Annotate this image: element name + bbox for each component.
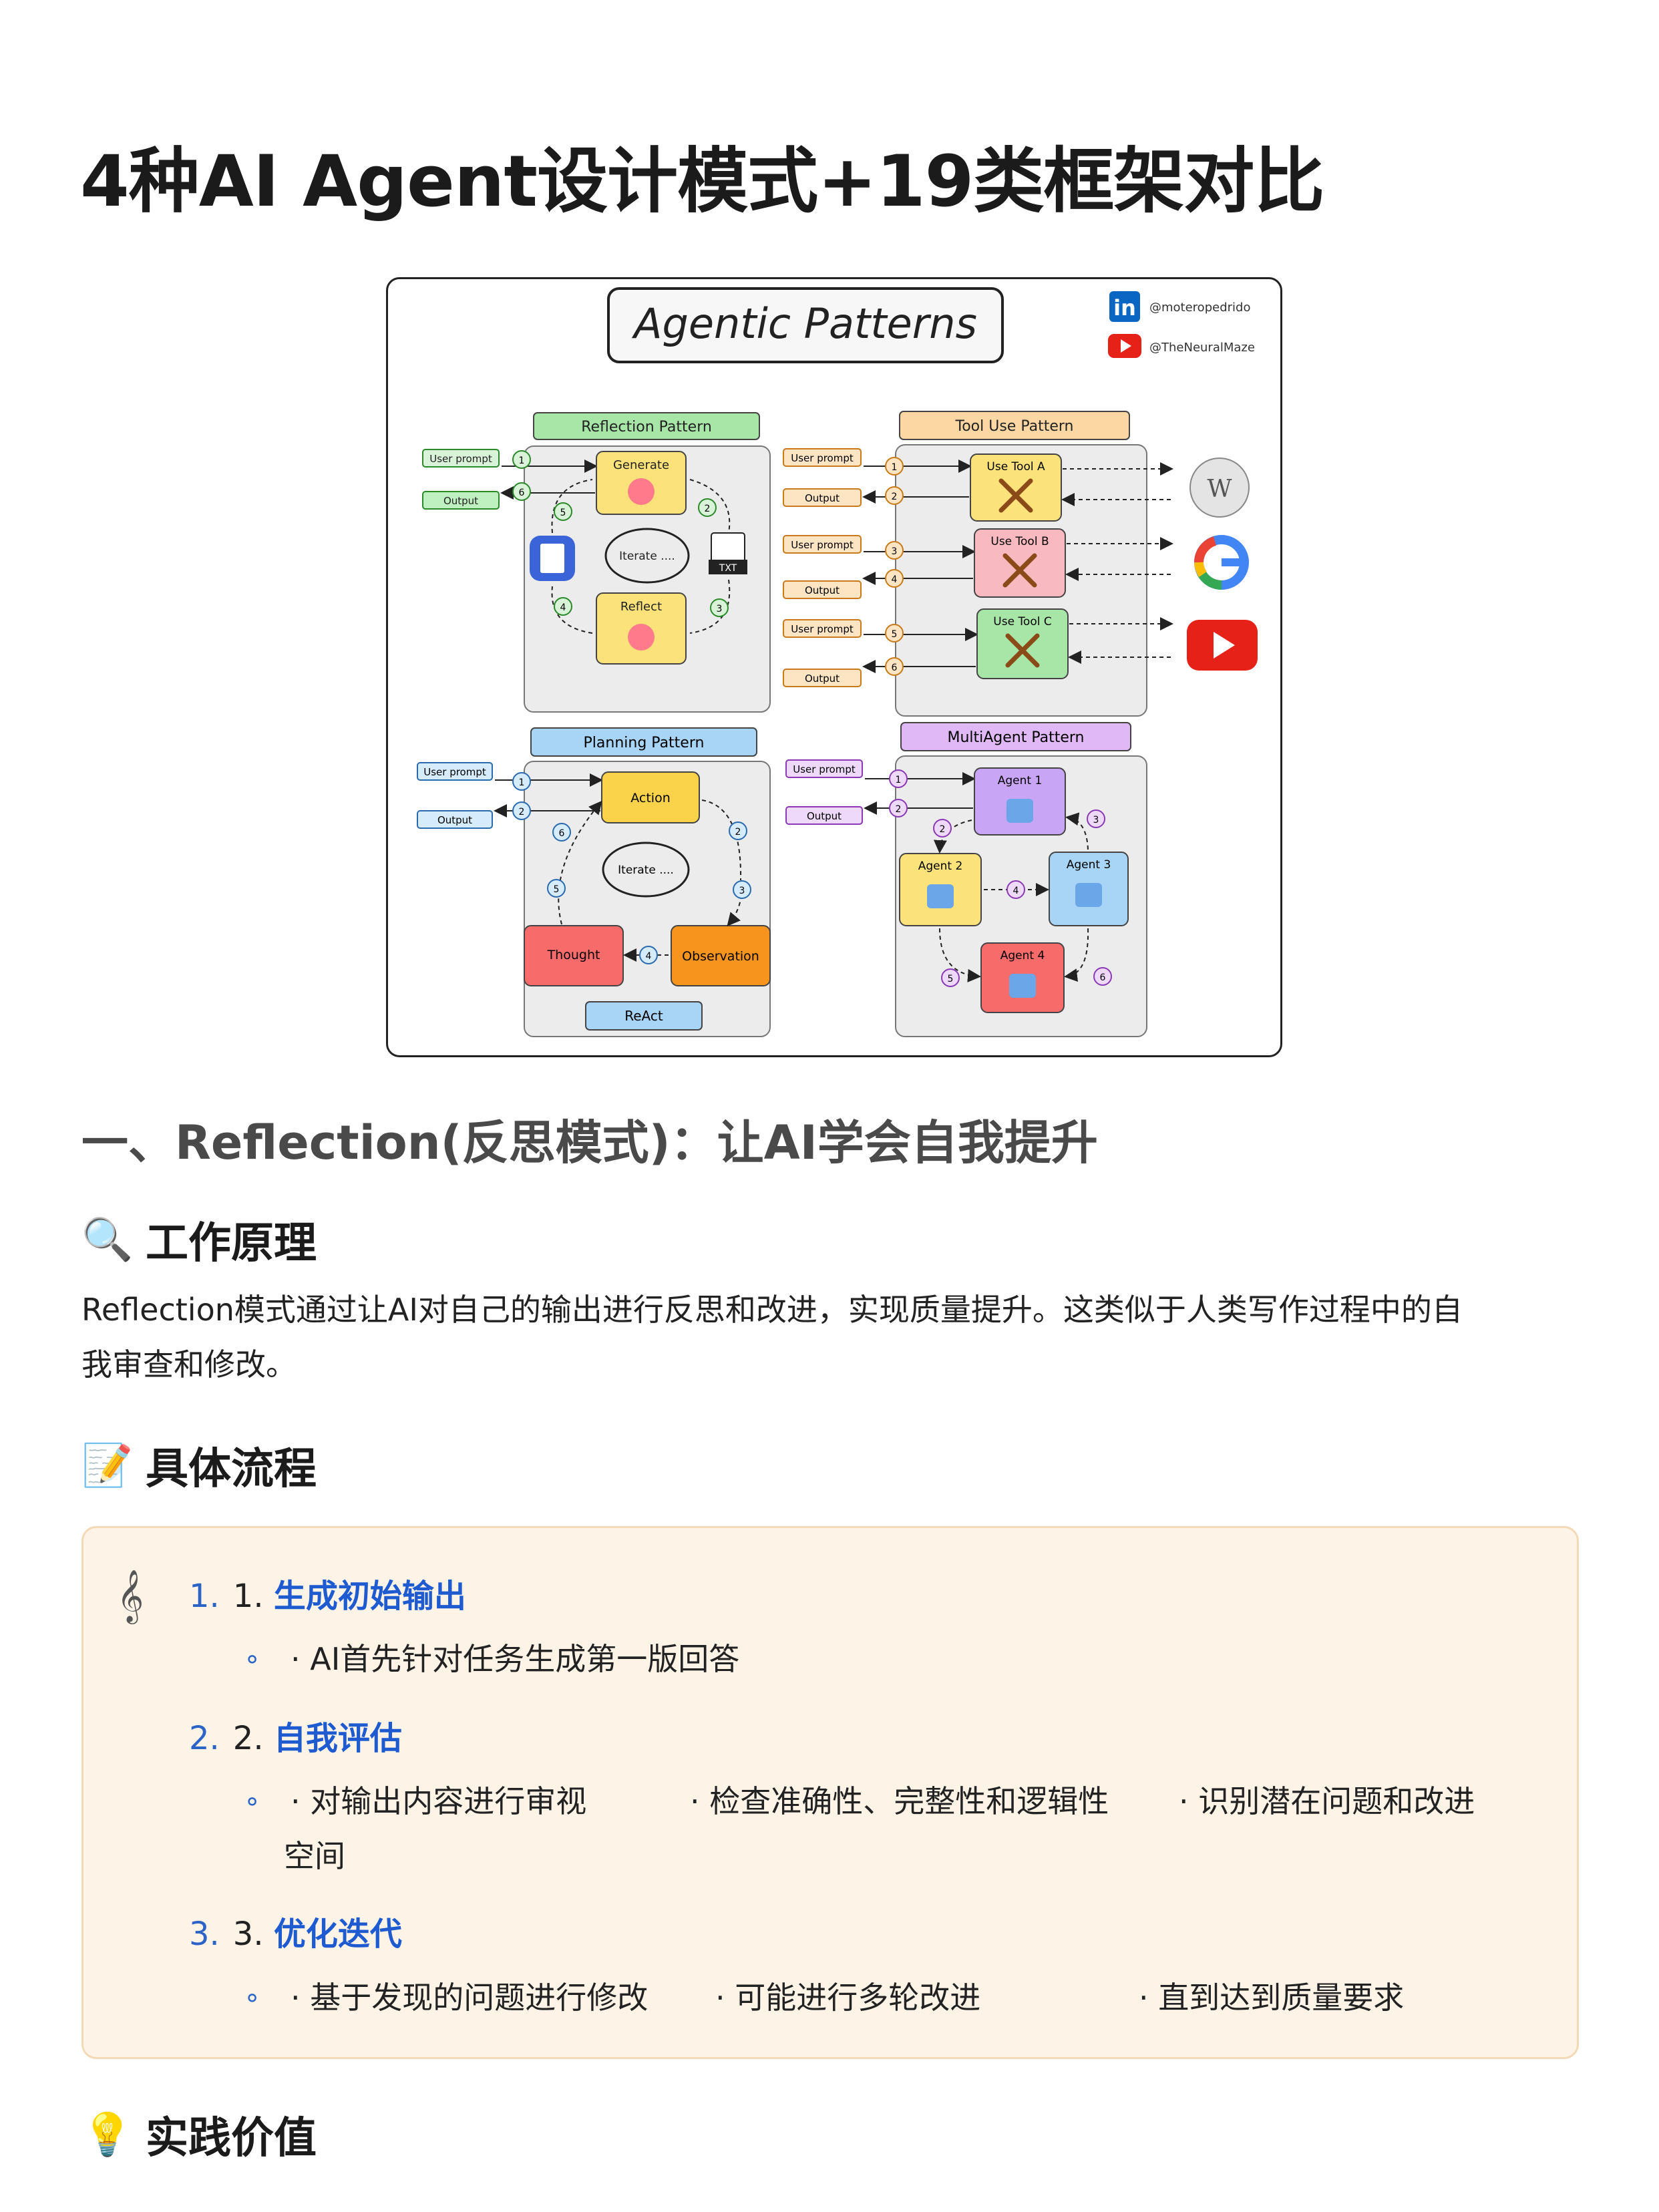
svg-text:6: 6 <box>519 488 525 498</box>
svg-text:Use Tool A: Use Tool A <box>986 460 1045 474</box>
svg-text:User prompt: User prompt <box>423 766 486 778</box>
svg-text:in: in <box>1113 295 1136 321</box>
svg-text:2: 2 <box>519 807 525 817</box>
svg-text:User prompt: User prompt <box>791 539 854 551</box>
svg-text:W: W <box>1207 476 1232 503</box>
agentic-patterns-figure: Agentic Patterns in @moteropedrido @TheN… <box>386 277 1282 1057</box>
multiagent-title-box <box>900 722 1131 751</box>
svg-text:3: 3 <box>717 604 723 614</box>
svg-text:Thought: Thought <box>547 948 600 962</box>
svg-text:1: 1 <box>896 775 902 785</box>
svg-text:5: 5 <box>948 974 954 984</box>
magnifier-icon: 🔍 <box>81 1215 134 1264</box>
svg-text:3: 3 <box>739 886 745 896</box>
svg-text:4: 4 <box>1013 886 1019 896</box>
planning-title: Planning Pattern <box>584 735 705 751</box>
svg-text:Output: Output <box>437 814 472 826</box>
heading-principle: 🔍 工作原理 <box>81 1215 317 1268</box>
tool-use-title: Tool Use Pattern <box>955 418 1074 435</box>
svg-text:5: 5 <box>560 508 566 518</box>
svg-text:6: 6 <box>559 828 565 839</box>
svg-text:5: 5 <box>554 884 560 895</box>
svg-text:TXT: TXT <box>719 563 737 574</box>
tool-use-title-box <box>899 411 1130 440</box>
reflection-user-prompt: User prompt <box>429 453 492 465</box>
svg-text:1: 1 <box>892 462 898 473</box>
svg-text:Iterate ....: Iterate .... <box>618 864 674 877</box>
tool-b-box <box>974 528 1066 598</box>
svg-text:6: 6 <box>892 663 898 673</box>
light-bulb-icon: 💡 <box>81 2110 134 2159</box>
svg-text:Output: Output <box>805 584 840 596</box>
svg-text:User prompt: User prompt <box>791 452 854 464</box>
svg-text:1: 1 <box>519 777 525 788</box>
svg-text:Agent 2: Agent 2 <box>918 860 963 873</box>
svg-text:2: 2 <box>940 824 946 835</box>
svg-text:4: 4 <box>646 951 652 962</box>
generate-label: Generate <box>613 458 669 472</box>
linkedin-icon <box>1109 291 1140 322</box>
reflection-output: Output <box>443 495 478 507</box>
svg-text:Output: Output <box>805 492 840 504</box>
reflection-title: Reflection Pattern <box>581 419 712 435</box>
music-score-icon: 𝄞 <box>117 1570 144 1622</box>
svg-text:User prompt: User prompt <box>793 763 856 775</box>
multiagent-title: MultiAgent Pattern <box>947 729 1084 746</box>
youtube-handle: @TheNeuralMaze <box>1149 341 1255 355</box>
tool-c-box <box>976 608 1069 679</box>
svg-text:3: 3 <box>1093 815 1099 825</box>
svg-text:User prompt: User prompt <box>791 623 854 635</box>
observation-box <box>671 925 771 986</box>
step-3: 3.3. 优化迭代 <box>189 1915 402 1953</box>
reflection-title-box <box>533 412 760 440</box>
step-1-bullets: ∘ · AI首先针对任务生成第一版回答 <box>244 1641 740 1677</box>
svg-text:4: 4 <box>560 602 566 613</box>
step-2-bullets: ∘ · 对输出内容进行审视 · 检查准确性、完整性和逻辑性 · 识别潜在问题和改… <box>244 1783 1475 1874</box>
linkedin-handle: @moteropedrido <box>1149 301 1250 315</box>
agentic-patterns-diagram: Agentic Patterns in @moteropedrido @TheN… <box>417 287 1258 1037</box>
svg-text:Use Tool B: Use Tool B <box>990 535 1049 548</box>
svg-text:Observation: Observation <box>682 949 759 964</box>
svg-text:ReAct: ReAct <box>624 1008 663 1024</box>
svg-text:Action: Action <box>630 791 671 805</box>
svg-text:2: 2 <box>896 804 902 815</box>
figure-title-box <box>607 287 1004 363</box>
memo-icon: 📝 <box>81 1441 134 1489</box>
svg-text:5: 5 <box>892 629 898 640</box>
wikipedia-icon <box>1189 457 1250 518</box>
svg-text:Output: Output <box>807 810 842 822</box>
reflection-iterate: Iterate .... <box>619 550 675 563</box>
step-3-bullets: ∘ · 基于发现的问题进行修改 · 可能进行多轮改进 · 直到达到质量要求 <box>244 1980 1405 2016</box>
figure-title: Agentic Patterns <box>631 299 977 348</box>
svg-text:Agent 4: Agent 4 <box>1000 949 1045 962</box>
svg-text:Agent 3: Agent 3 <box>1067 858 1111 872</box>
google-icon <box>1194 535 1249 590</box>
section-heading-reflection: 一、Reflection(反思模式)：让AI学会自我提升 <box>81 1115 1098 1170</box>
react-box <box>585 1001 703 1031</box>
svg-text:4: 4 <box>892 574 898 585</box>
svg-text:2: 2 <box>705 504 711 514</box>
reflect-label: Reflect <box>620 600 662 614</box>
tools-icon <box>998 478 1033 513</box>
svg-text:6: 6 <box>1100 972 1106 983</box>
step-2: 2.2. 自我评估 <box>189 1720 402 1757</box>
robot-icon <box>1006 799 1033 823</box>
step-1: 1.1. 生成初始输出 <box>189 1578 466 1615</box>
svg-text:2: 2 <box>735 827 741 838</box>
svg-text:Agent 1: Agent 1 <box>998 774 1043 787</box>
brain-icon <box>628 478 655 505</box>
heading-value: 💡 实践价值 <box>81 2110 317 2163</box>
principle-paragraph: Reflection模式通过让AI对自己的输出进行反思和改进，实现质量提升。这类… <box>81 1292 1463 1382</box>
page-title: 4种AI Agent设计模式+19类框架对比 <box>80 140 1324 222</box>
planning-title-box <box>530 727 757 757</box>
svg-text:3: 3 <box>892 546 898 557</box>
svg-text:2: 2 <box>892 492 898 502</box>
tool-a-box <box>970 453 1062 522</box>
svg-text:Output: Output <box>805 673 840 685</box>
heading-flow: 📝 具体流程 <box>81 1441 317 1494</box>
svg-text:Use Tool C: Use Tool C <box>993 615 1051 628</box>
svg-text:1: 1 <box>519 455 525 466</box>
process-callout: 𝄞 1.1. 生成初始输出 ∘ · AI首先针对任务生成第一版回答 2.2. 自… <box>81 1526 1579 2059</box>
action-box <box>601 771 700 823</box>
